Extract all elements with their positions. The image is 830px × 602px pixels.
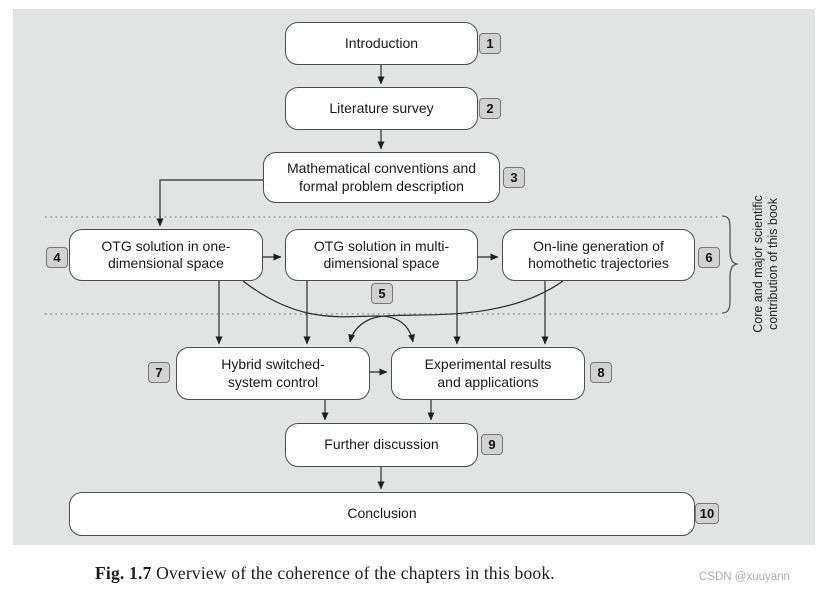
node-otg-one-dimensional[interactable]: OTG solution in one- dimensional space [69, 229, 263, 281]
chapter-badge-5: 5 [371, 283, 393, 304]
node-label: OTG solution in multi- dimensional space [313, 237, 450, 272]
chapter-badge-10: 10 [695, 503, 719, 524]
node-label: Literature survey [329, 99, 434, 116]
node-otg-multi-dimensional[interactable]: OTG solution in multi- dimensional space [285, 229, 478, 281]
chapter-badge-1: 1 [479, 33, 501, 54]
node-label: Introduction [344, 34, 419, 51]
node-label: On-line generation of homothetic traject… [528, 237, 669, 272]
node-label: Experimental results and applications [424, 356, 552, 390]
figure-caption: Fig. 1.7 Overview of the coherence of th… [95, 563, 795, 584]
chapter-badge-2: 2 [479, 98, 501, 119]
node-experimental-results[interactable]: Experimental results and applications [391, 347, 585, 400]
node-introduction[interactable]: Introduction [285, 22, 478, 65]
node-label: Mathematical conventions and formal prob… [286, 160, 477, 194]
node-label: Conclusion [347, 505, 417, 522]
node-math-conventions[interactable]: Mathematical conventions and formal prob… [263, 152, 500, 203]
figure-caption-text: Overview of the coherence of the chapter… [151, 563, 555, 583]
figure-caption-label: Fig. 1.7 [95, 563, 152, 583]
watermark: CSDN @xuuyann [699, 571, 790, 583]
chapter-badge-9: 9 [481, 434, 503, 455]
chapter-badge-7: 7 [148, 362, 170, 383]
chapter-badge-3: 3 [503, 167, 525, 188]
node-literature-survey[interactable]: Literature survey [285, 87, 478, 130]
chapter-badge-6: 6 [698, 247, 720, 268]
node-label: OTG solution in one- dimensional space [101, 237, 231, 272]
node-conclusion[interactable]: Conclusion [69, 492, 695, 536]
chapter-badge-4: 4 [46, 247, 68, 268]
node-label: Hybrid switched- system control [221, 356, 325, 390]
chapter-badge-8: 8 [590, 362, 612, 383]
core-contribution-label: Core and major scientific contribution o… [751, 195, 780, 333]
node-hybrid-switched[interactable]: Hybrid switched- system control [176, 347, 370, 400]
node-homothetic-trajectories[interactable]: On-line generation of homothetic traject… [502, 229, 695, 281]
node-further-discussion[interactable]: Further discussion [285, 423, 478, 467]
node-label: Further discussion [324, 436, 439, 453]
